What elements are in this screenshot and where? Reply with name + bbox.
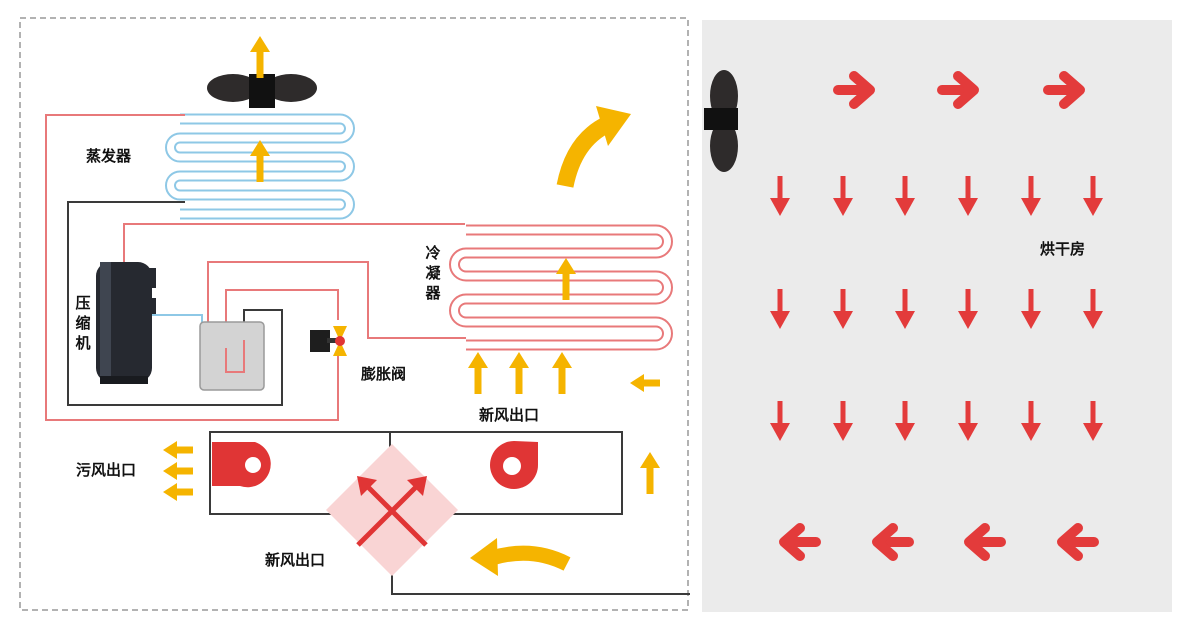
- evaporator-label: 蒸发器: [86, 147, 132, 165]
- heat-exchanger-icon: [326, 444, 458, 576]
- fresh-air-outlet-label: 新风出口: [479, 406, 540, 424]
- centrifugal-fan-icon: [490, 441, 538, 489]
- drying-room-label: 烘干房: [1040, 240, 1086, 258]
- airflow-arrow-icon: [470, 538, 571, 576]
- condenser-coil: [449, 224, 673, 351]
- airflow-arrow-icon: [552, 352, 572, 394]
- airflow-arrow-icon: [163, 483, 193, 501]
- airflow-arrow-icon: [163, 441, 193, 459]
- expansion-valve-label: 膨胀阀: [361, 365, 407, 383]
- evaporator-coil: [165, 113, 355, 220]
- unit-boundary: [19, 17, 689, 611]
- centrifugal-fan-icon: [212, 442, 271, 488]
- airflow-arrow-icon: [630, 374, 660, 392]
- airflow-arrow-icon: [509, 352, 529, 394]
- airflow-arrow-icon: [163, 462, 193, 480]
- fan-icon: [704, 70, 738, 172]
- drying-room-area: [702, 20, 1172, 612]
- liquid-receiver: [199, 321, 265, 391]
- airflow-arrow-icon: [468, 352, 488, 394]
- airflow-arrow-icon: [250, 36, 270, 78]
- airflow-arrow-icon: [640, 452, 660, 494]
- fresh-air-outlet-label: 新风出口: [265, 551, 326, 569]
- exhaust-air-outlet-label: 污风出口: [76, 461, 137, 479]
- compressor-label: 压缩机: [75, 294, 91, 352]
- expansion-valve-icon: [310, 326, 347, 356]
- fan-icon: [207, 74, 317, 108]
- compressor-icon: [96, 262, 156, 384]
- condenser-label: 冷凝器: [425, 244, 441, 302]
- airflow-arrow-icon: [556, 106, 631, 188]
